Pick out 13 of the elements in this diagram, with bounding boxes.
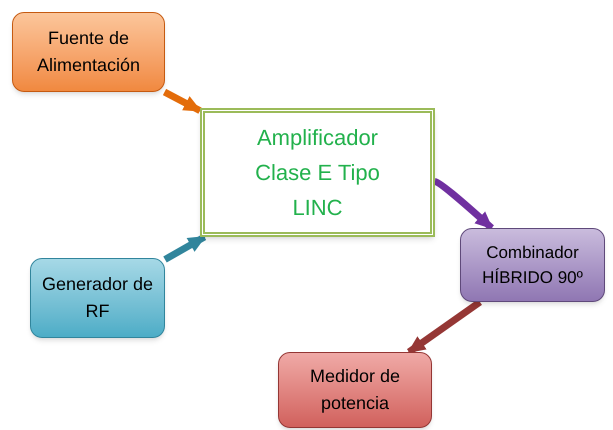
box-label: Amplificador Clase E Tipo LINC	[254, 124, 381, 222]
arrow	[434, 178, 494, 231]
arrow	[163, 234, 206, 263]
process-box	[30, 258, 165, 338]
process-box	[460, 228, 605, 302]
box-label: Medidor de potencia	[308, 365, 402, 415]
box-label: Generador de RF	[40, 273, 154, 323]
box-label: Combinador HÍBRIDO 90º	[481, 242, 584, 289]
arrow	[162, 88, 202, 114]
process-box	[200, 108, 435, 237]
box-label: Fuente de Alimentación	[36, 27, 142, 77]
process-box	[278, 352, 432, 428]
process-box	[12, 12, 165, 92]
